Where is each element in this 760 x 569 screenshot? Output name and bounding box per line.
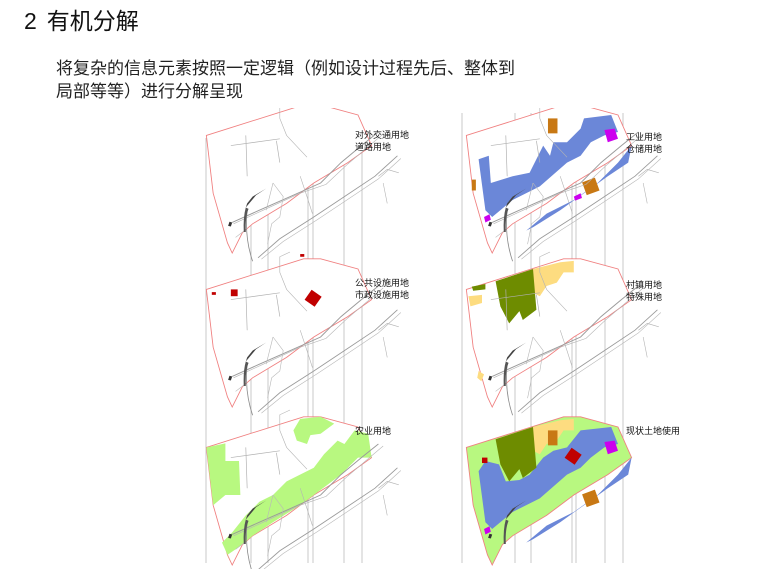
label-agriculture: 农业用地 — [355, 427, 392, 437]
layer-diagram — [205, 108, 662, 569]
panel-agriculture-map — [205, 409, 402, 569]
description-line-1: 将复杂的信息元素按照一定逻辑（例如设计过程先后、整体到 — [56, 59, 515, 79]
label-transport: 对外交通用地 道路用地 — [355, 131, 410, 153]
label-current-landuse: 现状土地使用 — [626, 427, 681, 437]
panel-public-map — [205, 251, 402, 416]
section-heading: 2 有机分解 — [24, 6, 139, 37]
exploded-land-use-figure: 对外交通用地 道路用地 工业用地 仓储用地 公共设施用地 市政设施用地 村镇用地… — [195, 108, 715, 569]
section-number: 2 — [24, 8, 37, 34]
panel-industry-map — [465, 108, 662, 262]
description-line-2: 局部等等）进行分解呈现 — [56, 82, 243, 102]
section-title: 有机分解 — [46, 9, 139, 35]
label-village: 村镇用地 特殊用地 — [626, 281, 663, 303]
section-description: 将复杂的信息元素按照一定逻辑（例如设计过程先后、整体到 局部等等）进行分解呈现 — [56, 58, 676, 104]
panel-village-map — [465, 251, 662, 416]
label-industry: 工业用地 仓储用地 — [626, 133, 663, 155]
label-public: 公共设施用地 市政设施用地 — [355, 279, 410, 301]
panel-current-landuse-map — [465, 416, 633, 566]
